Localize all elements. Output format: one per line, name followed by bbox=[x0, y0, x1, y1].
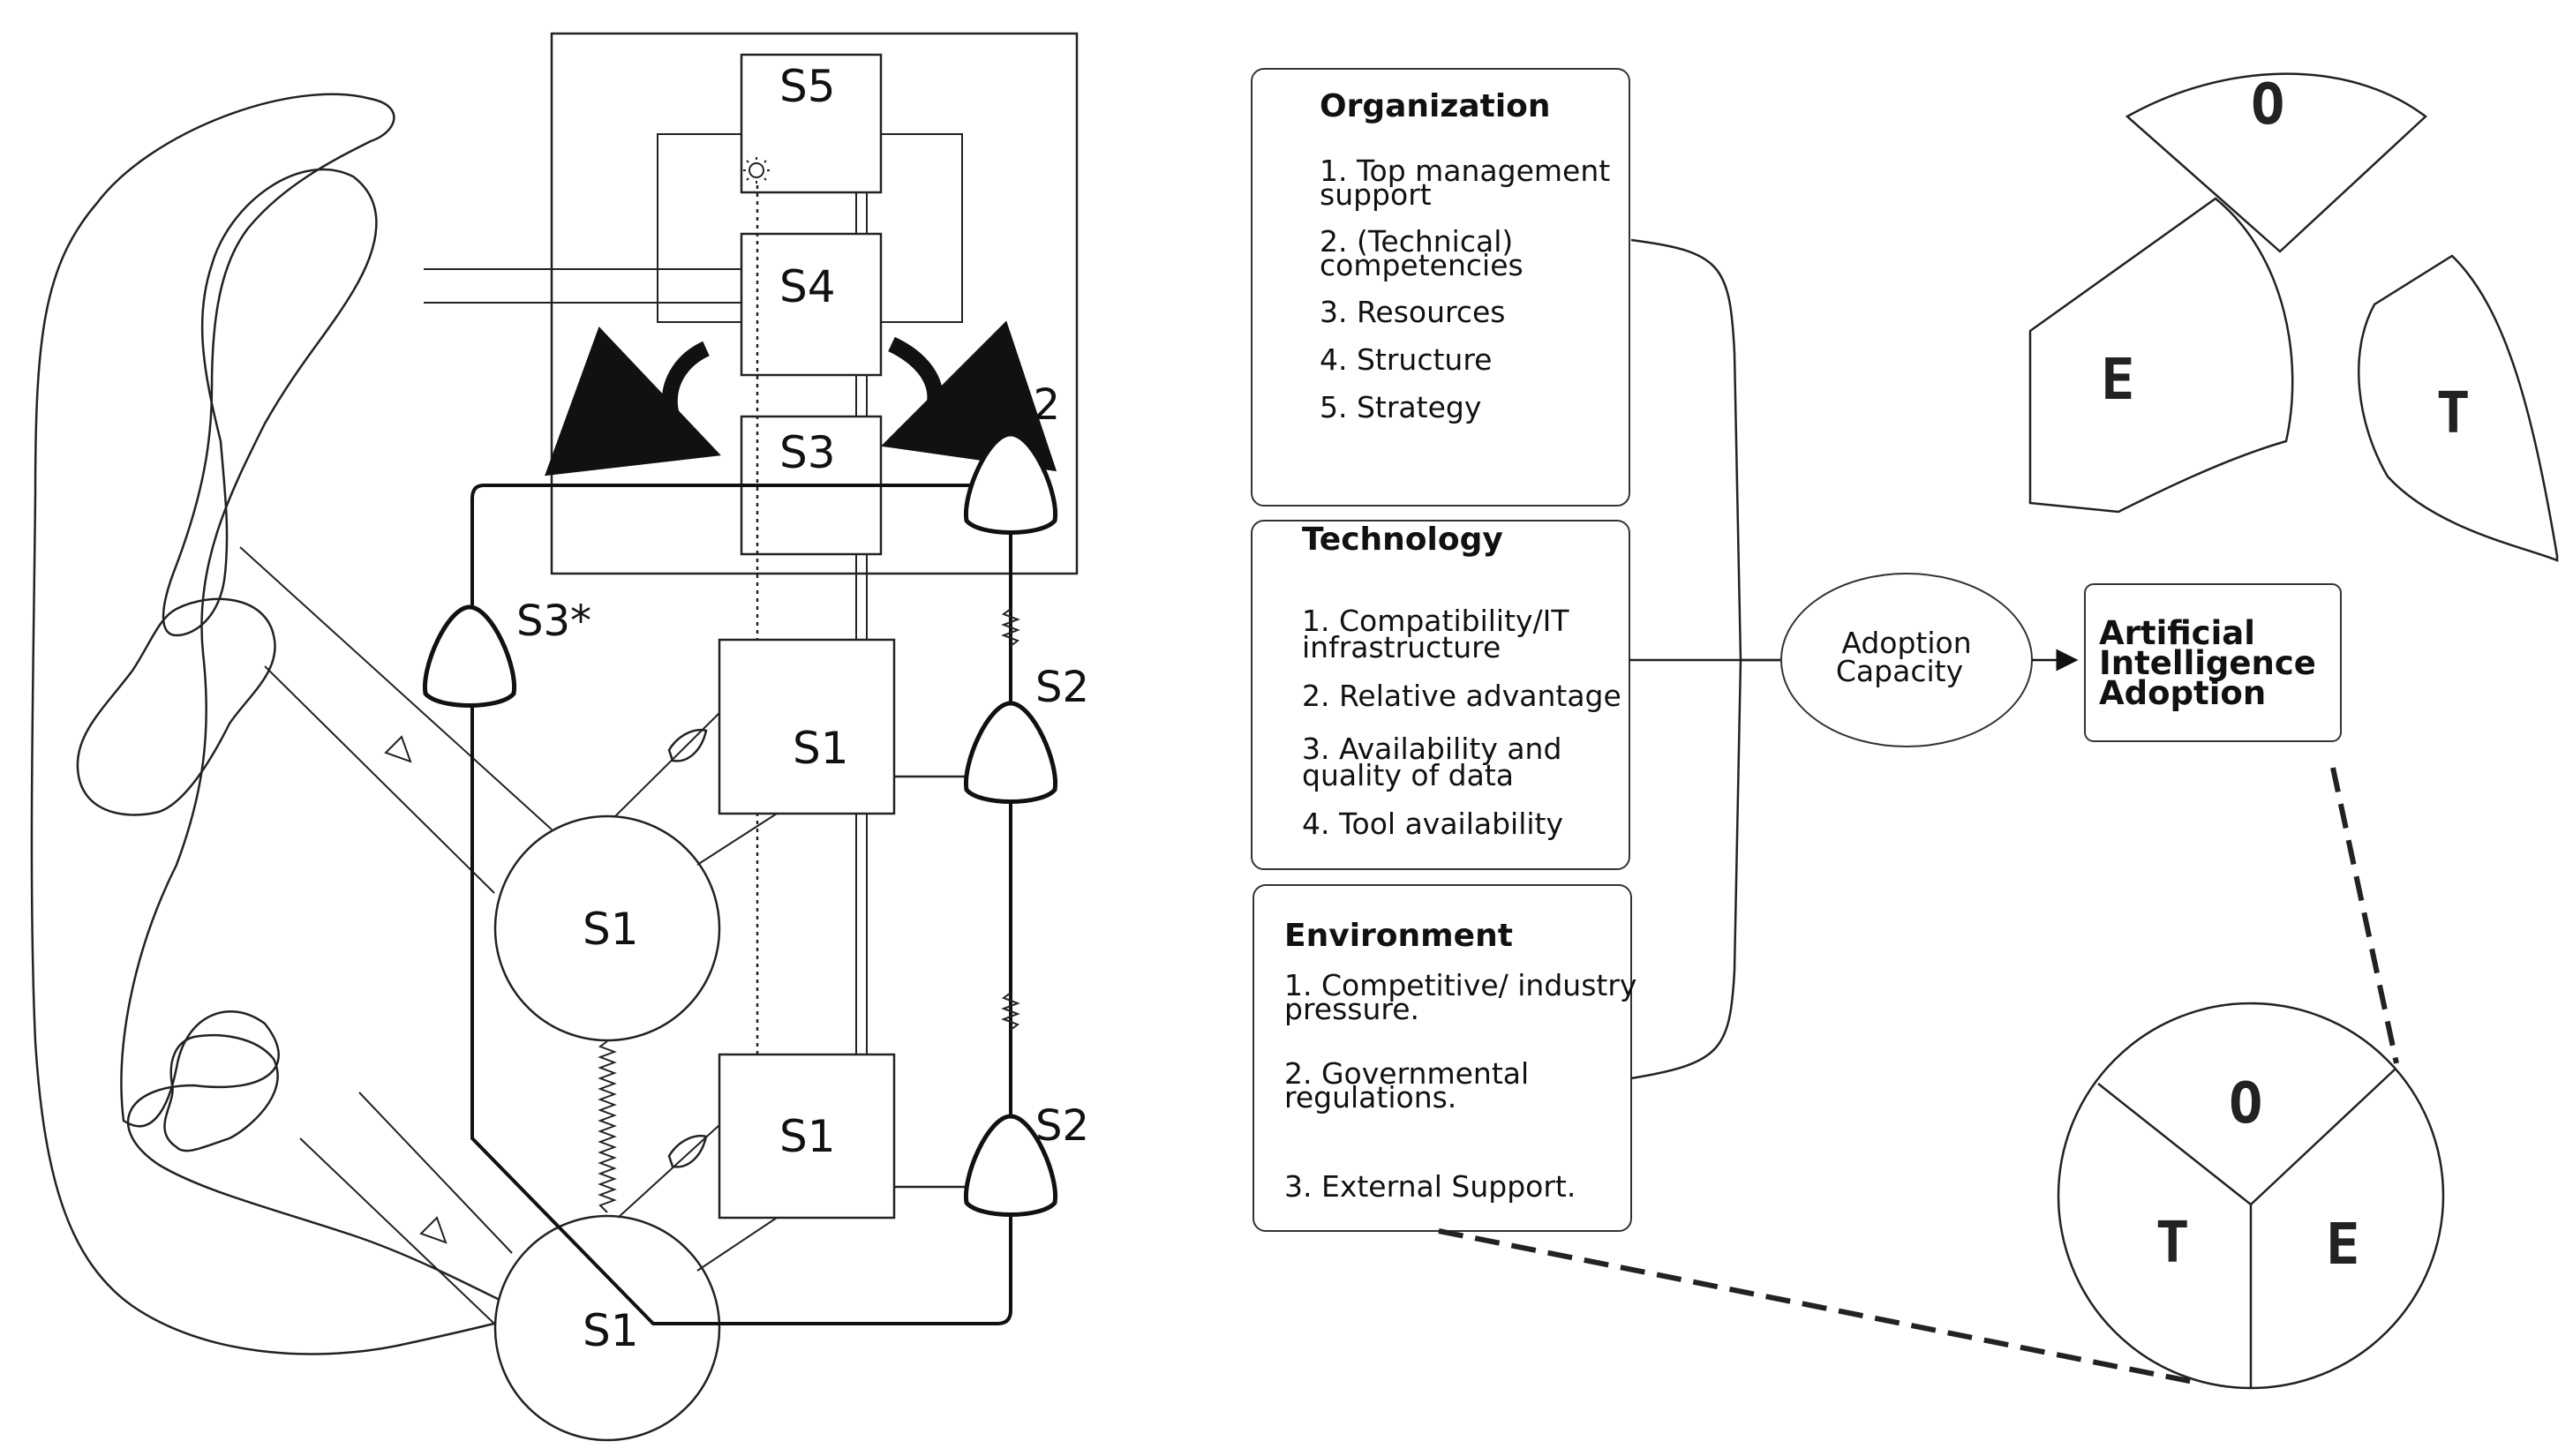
toe-item-line: support bbox=[1320, 177, 1432, 212]
environment-blob bbox=[30, 93, 533, 1355]
s1-circle-upper bbox=[493, 814, 721, 1042]
s3star-triangle bbox=[422, 604, 517, 708]
technology-box bbox=[1251, 520, 1630, 870]
dashed-leader-top bbox=[2330, 767, 2399, 1064]
adoption-capacity-line2: Capacity bbox=[1836, 654, 1963, 688]
toe-item-line: 1. Competitive/ industry bbox=[1284, 968, 1636, 1002]
s4-label: S4 bbox=[779, 261, 836, 312]
drop-shape-lower bbox=[667, 1135, 708, 1168]
s1-circle-lower-label: S1 bbox=[583, 1305, 639, 1356]
wedge-e bbox=[2028, 197, 2294, 514]
s2-triangle-top bbox=[963, 432, 1058, 535]
environment-title: Environment bbox=[1284, 918, 1513, 954]
toe-item-line: pressure. bbox=[1284, 992, 1419, 1026]
circle-t-label: T bbox=[2155, 1211, 2190, 1276]
wedge-t bbox=[2357, 254, 2559, 562]
s1-box-lower bbox=[718, 1053, 896, 1220]
coordination-loop[interactable] bbox=[470, 484, 1012, 1325]
dashed-leader-bottom bbox=[1438, 1228, 2203, 1386]
circle-e-label: E bbox=[2326, 1212, 2360, 1278]
s3-star-label: S3* bbox=[516, 597, 591, 646]
toe-item-line: regulations. bbox=[1284, 1080, 1456, 1115]
toe-item-line: competencies bbox=[1320, 248, 1523, 282]
s1-box-upper-label: S1 bbox=[793, 723, 849, 774]
s1-circle-upper-label: S1 bbox=[583, 904, 639, 955]
organization-box bbox=[1251, 68, 1630, 507]
s3-label: S3 bbox=[779, 427, 836, 478]
s4-box bbox=[740, 232, 883, 377]
circle-o-label: O bbox=[2229, 1071, 2263, 1137]
toe-segments: O E T O T E bbox=[1438, 72, 2559, 1390]
adoption-capacity-line1: Adoption bbox=[1841, 626, 1971, 660]
environment-connector bbox=[1630, 659, 1742, 1080]
s2-label-top: S2 bbox=[1006, 380, 1060, 430]
wedge-t-label: T bbox=[2436, 381, 2471, 447]
drop-shape-upper bbox=[667, 729, 708, 762]
toe-item-line: 4. Structure bbox=[1320, 342, 1493, 377]
technology-title: Technology bbox=[1302, 522, 1503, 558]
s1-box-lower-label: S1 bbox=[779, 1111, 836, 1162]
s2-triangle-upper bbox=[963, 701, 1058, 804]
viable-system-model: S5 S4 S3 S3* S2 S2 S2 S1 S1 S1 S1 bbox=[30, 32, 1089, 1442]
toe-item-line: 4. Tool availability bbox=[1302, 807, 1563, 841]
s2-label-upper: S2 bbox=[1035, 663, 1089, 712]
wedge-o-label: O bbox=[2251, 72, 2285, 138]
toe-item-line: 1. Compatibility/IT bbox=[1302, 604, 1569, 638]
toe-item-line: 3. Resources bbox=[1320, 295, 1506, 329]
toe-item-line: 3. External Support. bbox=[1284, 1169, 1576, 1204]
s1-circle-lower bbox=[493, 1214, 721, 1442]
s2-triangle-lower bbox=[963, 1114, 1058, 1217]
operation-blob-upper bbox=[76, 597, 276, 816]
toe-item-line: infrastructure bbox=[1302, 630, 1501, 664]
wedge-e-label: E bbox=[2101, 348, 2135, 413]
ai-adoption-line1: Artificial bbox=[2099, 614, 2255, 652]
channel-lines bbox=[424, 192, 868, 1054]
toe-item-line: 2. (Technical) bbox=[1320, 224, 1513, 259]
toe-item-line: 2. Relative advantage bbox=[1302, 679, 1621, 713]
curved-arrow-left bbox=[544, 326, 721, 477]
env-operation-lines bbox=[239, 546, 553, 1325]
toe-item-line: quality of data bbox=[1302, 758, 1514, 792]
sun-icon bbox=[743, 157, 770, 184]
s5-box bbox=[740, 53, 883, 194]
toe-item-line: 2. Governmental bbox=[1284, 1056, 1529, 1091]
organization-connector bbox=[1630, 238, 1742, 661]
toe-item-line: 5. Strategy bbox=[1320, 390, 1481, 424]
zigzag-spring bbox=[598, 1040, 617, 1213]
ai-adoption-line2: Intelligence bbox=[2099, 644, 2316, 682]
curved-arrow-right bbox=[880, 320, 1057, 471]
operation-blob-lower bbox=[163, 1034, 279, 1152]
ai-adoption-line3: Adoption bbox=[2099, 674, 2266, 712]
s2-label-lower: S2 bbox=[1035, 1101, 1089, 1151]
ai-adoption-box bbox=[2084, 583, 2342, 742]
s1-box-upper bbox=[718, 638, 896, 815]
wedge-o bbox=[2125, 72, 2427, 253]
organization-title: Organization bbox=[1320, 88, 1551, 124]
toe-item-line: 1. Top management bbox=[1320, 154, 1610, 188]
s5-label: S5 bbox=[779, 61, 836, 112]
toe-item-line: 3. Availability and bbox=[1302, 732, 1561, 766]
